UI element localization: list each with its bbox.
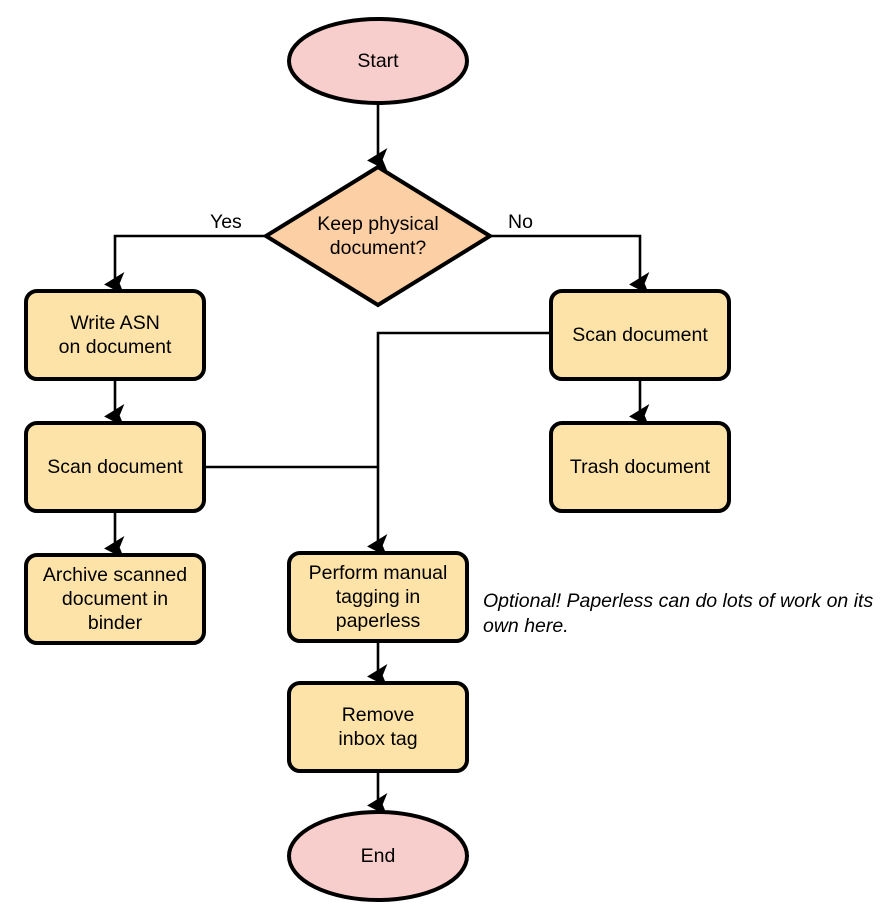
node-decision-keep-physical-document[interactable]: [262, 164, 494, 308]
edge-decision-to-scan-right: [490, 234, 650, 295]
note-optional-paperless: Optional! Paperless can do lots of work …: [483, 590, 874, 637]
node-start[interactable]: [287, 17, 469, 105]
node-remove-inbox-tag[interactable]: [287, 681, 469, 773]
node-write-asn-on-document[interactable]: [24, 289, 206, 381]
node-perform-manual-tagging-in-paperless[interactable]: [287, 551, 469, 643]
edge-decision-to-write-asn: [104, 234, 265, 295]
edge-label-yes: Yes: [210, 211, 242, 233]
node-scan-document-left[interactable]: [24, 421, 206, 513]
edge-scan-right-to-tagging: [367, 331, 551, 557]
node-archive-scanned-document-in-binder[interactable]: [24, 553, 206, 645]
edge-label-no: No: [508, 211, 533, 233]
node-trash-document[interactable]: [549, 421, 731, 513]
node-scan-document-right[interactable]: [549, 289, 731, 381]
node-end[interactable]: [287, 810, 469, 902]
